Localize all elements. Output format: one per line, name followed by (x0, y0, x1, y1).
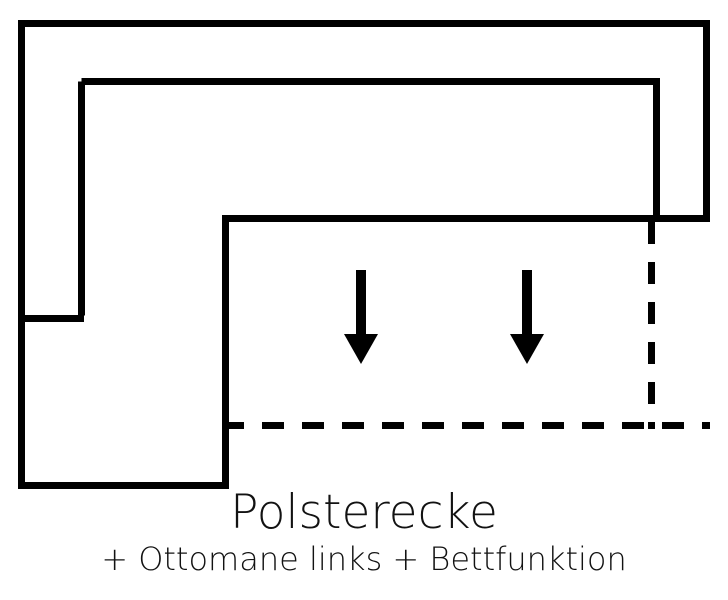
down-arrow-icon (344, 270, 378, 364)
product-subtitle: + Ottomane links + Bettfunktion (101, 540, 627, 578)
down-arrow-icon (510, 270, 544, 364)
product-title: Polsterecke (230, 485, 498, 540)
inner-backrest-path (78, 78, 660, 316)
caption: Polsterecke + Ottomane links + Bettfunkt… (0, 487, 728, 579)
outer-outline-path (18, 20, 710, 489)
